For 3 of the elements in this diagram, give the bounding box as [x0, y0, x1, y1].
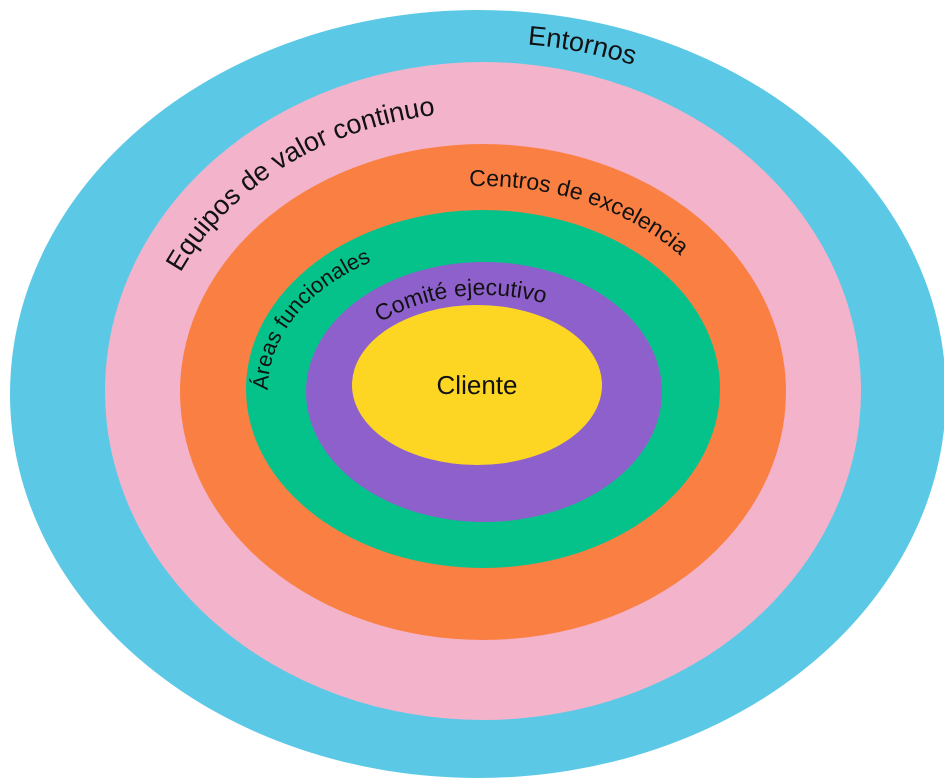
center-label: Cliente	[436, 370, 518, 400]
ring-label: Entornos	[526, 20, 640, 71]
ring-label: Comité ejecutivo	[370, 274, 550, 327]
